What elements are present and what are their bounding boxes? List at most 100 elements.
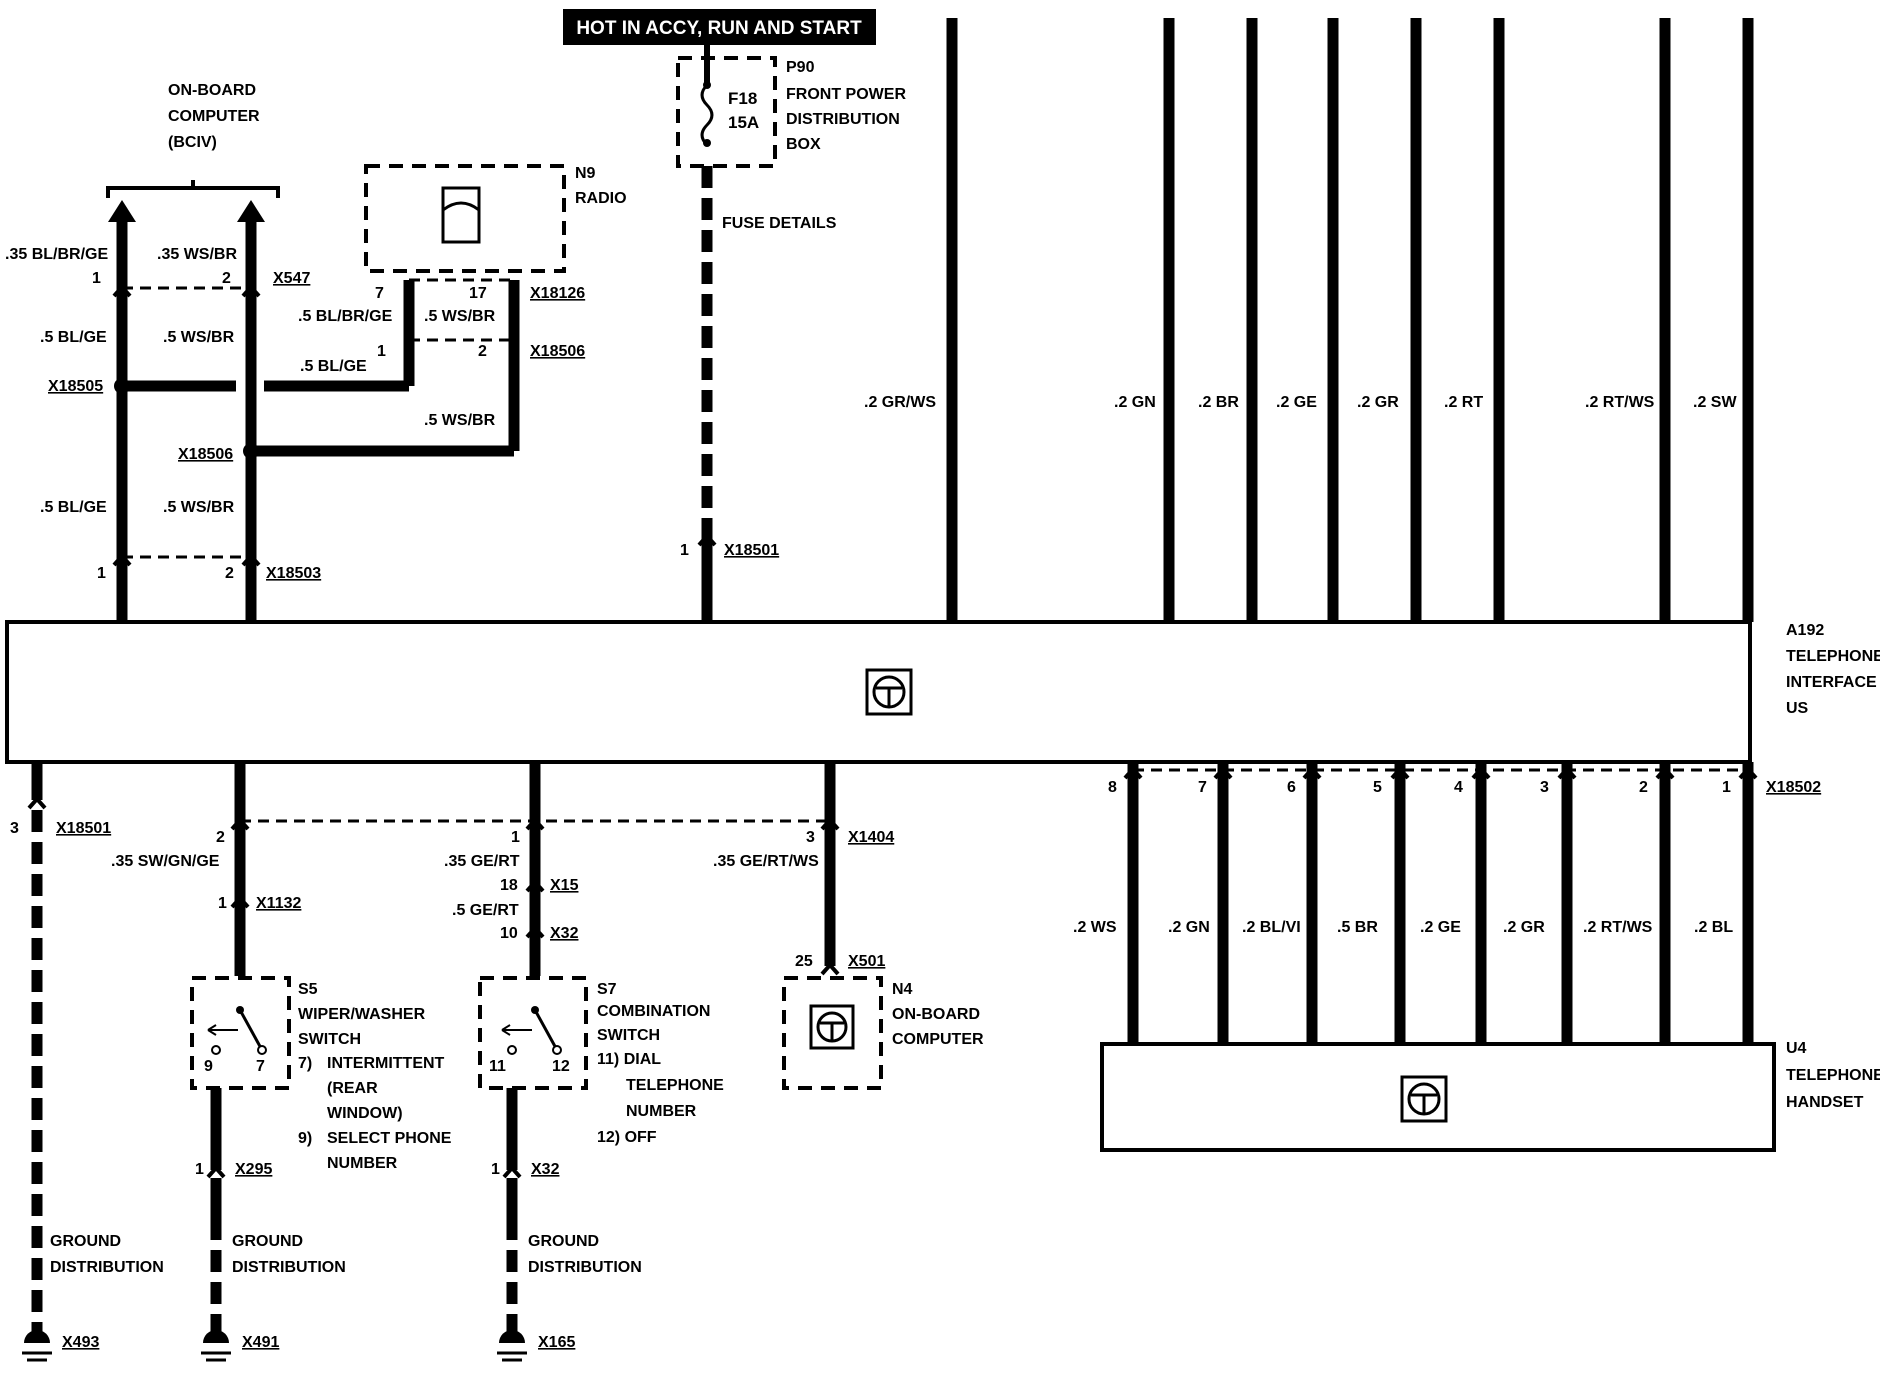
svg-text:1: 1 <box>92 270 101 287</box>
svg-text:.5 WS/BR: .5 WS/BR <box>424 308 496 325</box>
svg-text:.2 BL: .2 BL <box>1694 919 1733 936</box>
svg-text:1: 1 <box>377 343 386 360</box>
connector-x547: X547 <box>273 270 310 287</box>
a192-id: A192 <box>1786 622 1824 639</box>
svg-text:.2 RT: .2 RT <box>1444 394 1483 411</box>
radio-name: RADIO <box>575 190 627 207</box>
connector-x18126: X18126 <box>530 285 585 302</box>
hot-banner-label: HOT IN ACCY, RUN AND START <box>576 18 862 39</box>
svg-text:1: 1 <box>1722 779 1731 796</box>
svg-text:11: 11 <box>489 1058 506 1075</box>
bcm-arrow-right <box>237 200 265 222</box>
svg-text:.5 BL/BR/GE: .5 BL/BR/GE <box>298 308 393 325</box>
svg-text:.5 BL/GE: .5 BL/GE <box>300 358 367 375</box>
svg-text:.35 GE/RT/WS: .35 GE/RT/WS <box>713 853 819 870</box>
ground-x165-icon <box>497 1330 527 1362</box>
s7-id: S7 <box>597 981 617 998</box>
svg-text:.2 GR: .2 GR <box>1503 919 1545 936</box>
svg-text:.5 WS/BR: .5 WS/BR <box>163 499 235 516</box>
svg-text:.2 GR/WS: .2 GR/WS <box>864 394 936 411</box>
ground-x493-icon <box>22 1330 52 1362</box>
svg-text:SWITCH: SWITCH <box>597 1027 660 1044</box>
svg-text:1: 1 <box>680 542 689 559</box>
svg-text:WINDOW): WINDOW) <box>327 1105 403 1122</box>
svg-text:2: 2 <box>478 343 487 360</box>
radio-outline <box>364 164 566 273</box>
fuse-block-name-1: FRONT POWER <box>786 86 906 103</box>
top-wire-group <box>946 18 1754 622</box>
a192-label-3: US <box>1786 700 1809 717</box>
bcm-label-2: COMPUTER <box>168 108 260 125</box>
connector-x18502: X18502 <box>1766 779 1821 796</box>
svg-text:.2 RT/WS: .2 RT/WS <box>1585 394 1655 411</box>
ground-x491-icon <box>201 1330 231 1362</box>
svg-text:25: 25 <box>795 953 813 970</box>
svg-text:3: 3 <box>806 829 815 846</box>
fuse-details-label: FUSE DETAILS <box>722 215 837 232</box>
svg-text:2: 2 <box>222 270 231 287</box>
svg-text:.35 BL/BR/GE: .35 BL/BR/GE <box>5 246 108 263</box>
a192-module-icon <box>865 668 913 716</box>
bcm-label-1: ON-BOARD <box>168 82 256 99</box>
connector-x18505: X18505 <box>48 378 103 395</box>
fuse-f18-symbol <box>700 83 714 147</box>
u4-handset-icon <box>1400 1075 1448 1123</box>
svg-text:4: 4 <box>1454 779 1463 796</box>
svg-text:.5 GE/RT: .5 GE/RT <box>452 902 519 919</box>
svg-text:.2 WS: .2 WS <box>1073 919 1117 936</box>
u4-label-1: TELEPHONE <box>1786 1067 1880 1084</box>
svg-text:.5 BL/GE: .5 BL/GE <box>40 499 107 516</box>
svg-text:8: 8 <box>1108 779 1117 796</box>
connector-x491: X491 <box>242 1334 279 1351</box>
svg-text:.2 GE: .2 GE <box>1420 919 1461 936</box>
svg-text:.2 GN: .2 GN <box>1114 394 1156 411</box>
svg-text:1: 1 <box>218 895 227 912</box>
svg-text:.35 SW/GN/GE: .35 SW/GN/GE <box>111 853 220 870</box>
svg-text:DISTRIBUTION: DISTRIBUTION <box>232 1259 346 1276</box>
s5-switch-outline <box>190 976 291 1090</box>
svg-text:1: 1 <box>491 1161 500 1178</box>
svg-text:.2 BR: .2 BR <box>1198 394 1239 411</box>
svg-text:.5 WS/BR: .5 WS/BR <box>163 329 235 346</box>
svg-text:.2 BL/VI: .2 BL/VI <box>1242 919 1301 936</box>
svg-text:1: 1 <box>511 829 520 846</box>
svg-text:.2 SW: .2 SW <box>1693 394 1737 411</box>
svg-text:.35 WS/BR: .35 WS/BR <box>157 246 237 263</box>
svg-text:GROUND: GROUND <box>528 1233 599 1250</box>
svg-text:2: 2 <box>216 829 225 846</box>
svg-text:3: 3 <box>1540 779 1549 796</box>
bcm-label-3: (BCIV) <box>168 134 217 151</box>
connector-x493: X493 <box>62 1334 99 1351</box>
svg-text:11) DIAL: 11) DIAL <box>597 1051 661 1068</box>
svg-text:GROUND: GROUND <box>50 1233 121 1250</box>
svg-text:6: 6 <box>1287 779 1296 796</box>
n4-id: N4 <box>892 981 913 998</box>
u4-id: U4 <box>1786 1040 1807 1057</box>
a192-label-1: TELEPHONE <box>1786 648 1880 665</box>
a192-label-2: INTERFACE <box>1786 674 1877 691</box>
s7-switch-icon <box>501 1006 562 1055</box>
svg-text:.5 BL/GE: .5 BL/GE <box>40 329 107 346</box>
connector-x18503: X18503 <box>266 565 321 582</box>
svg-text:DISTRIBUTION: DISTRIBUTION <box>50 1259 164 1276</box>
svg-text:.5 WS/BR: .5 WS/BR <box>424 412 496 429</box>
svg-text:12) OFF: 12) OFF <box>597 1129 657 1146</box>
svg-text:ON-BOARD: ON-BOARD <box>892 1006 980 1023</box>
svg-text:NUMBER: NUMBER <box>327 1155 398 1172</box>
svg-text:9: 9 <box>204 1058 213 1075</box>
svg-text:9): 9) <box>298 1130 312 1147</box>
handset-wire-group <box>1127 762 1754 1044</box>
svg-text:SWITCH: SWITCH <box>298 1031 361 1048</box>
fuse-id: F18 <box>728 89 757 108</box>
n4-computer-outline <box>782 976 883 1090</box>
svg-text:.2 RT/WS: .2 RT/WS <box>1583 919 1653 936</box>
svg-text:5: 5 <box>1373 779 1382 796</box>
svg-text:TELEPHONE: TELEPHONE <box>626 1077 724 1094</box>
fuse-box-outline <box>676 56 777 168</box>
radio-icon <box>441 186 481 244</box>
connector-x1404: X1404 <box>848 829 894 846</box>
svg-text:(REAR: (REAR <box>327 1080 378 1097</box>
svg-text:GROUND: GROUND <box>232 1233 303 1250</box>
connector-x18501-top: X18501 <box>724 542 779 559</box>
